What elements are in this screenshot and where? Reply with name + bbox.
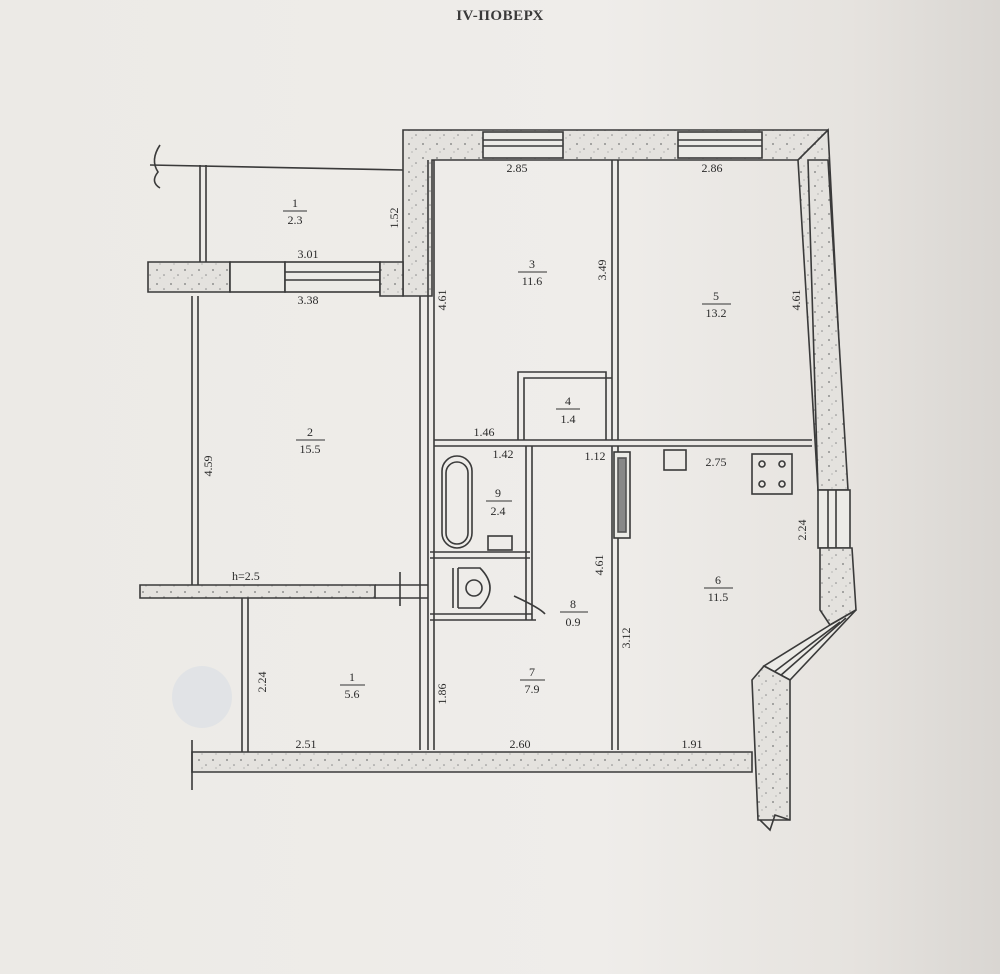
page-title: IV-ПОВЕРХ [456,8,544,24]
room-7-area: 7.9 [525,682,540,696]
svg-text:3.12: 3.12 [619,628,633,649]
svg-text:2.85: 2.85 [507,161,528,175]
svg-text:h=2.5: h=2.5 [232,569,260,583]
room-3-area: 11.6 [522,274,543,288]
room-label-balcony-number: 1 [292,196,298,210]
svg-text:4.61: 4.61 [789,290,803,311]
svg-text:2.51: 2.51 [296,737,317,751]
svg-text:1.86: 1.86 [435,684,449,705]
svg-text:4.59: 4.59 [201,456,215,477]
room-9-area: 2.4 [491,504,506,518]
room-1-lower-number: 1 [349,670,355,684]
room-9-number: 9 [495,486,501,500]
room-label-balcony-area: 2.3 [288,213,303,227]
room-4-area: 1.4 [561,412,576,426]
room-8-area: 0.9 [566,615,581,629]
room-2-area: 15.5 [300,442,321,456]
svg-text:3.49: 3.49 [595,260,609,281]
blur-mark [172,666,232,728]
svg-text:2.86: 2.86 [702,161,723,175]
svg-text:3.38: 3.38 [298,293,319,307]
svg-text:4.61: 4.61 [592,555,606,576]
svg-text:1.52: 1.52 [387,208,401,229]
exterior-wall-top [402,129,829,297]
svg-text:2.24: 2.24 [255,672,269,693]
svg-text:1.91: 1.91 [682,737,703,751]
svg-text:2.24: 2.24 [795,520,809,541]
svg-text:1.42: 1.42 [493,447,514,461]
svg-text:1.12: 1.12 [585,449,606,463]
room-6-area: 11.5 [708,590,729,604]
room-6-number: 6 [715,573,721,587]
room-4-number: 4 [565,394,571,408]
room-1-lower-area: 5.6 [345,687,360,701]
svg-text:4.61: 4.61 [435,290,449,311]
room-5-number: 5 [713,289,719,303]
room-8-number: 8 [570,597,576,611]
svg-text:1.46: 1.46 [474,425,495,439]
svg-text:3.01: 3.01 [298,247,319,261]
room-5-area: 13.2 [706,306,727,320]
svg-text:2.60: 2.60 [510,737,531,751]
room-7-number: 7 [529,665,535,679]
room-3-number: 3 [529,257,535,271]
room-2-number: 2 [307,425,313,439]
svg-text:2.75: 2.75 [706,455,727,469]
